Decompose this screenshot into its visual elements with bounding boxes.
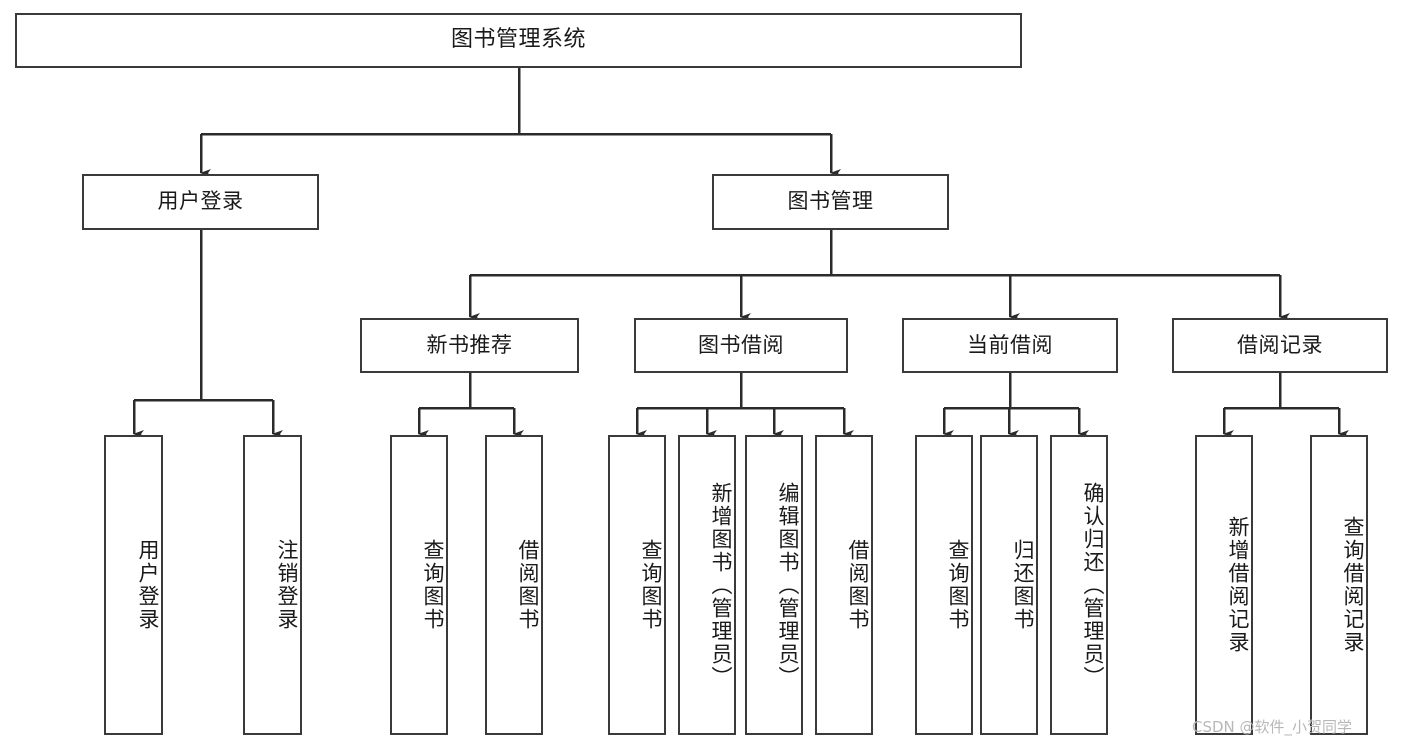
node-label: 新书推荐 <box>426 332 513 357</box>
node-leaf-cur-3[interactable]: 确认归还（管理员） <box>1050 435 1108 735</box>
node-leaf-bor-2[interactable]: 新增图书（管理员） <box>678 435 736 735</box>
node-leaf-rec-1[interactable]: 新增借阅记录 <box>1195 435 1253 735</box>
csdn-watermark: CSDN @软件_小贺同学 <box>1192 718 1353 736</box>
node-label: 查询图书 <box>639 539 663 631</box>
node-leaf-cur-1[interactable]: 查询图书 <box>915 435 973 735</box>
node-label: 查询图书 <box>946 539 970 631</box>
node-label: 注销登录 <box>275 539 299 631</box>
node-label: 用户登录 <box>157 189 244 214</box>
node-label: 确认归还（管理员） <box>1081 481 1105 689</box>
node-label: 用户登录 <box>136 539 160 631</box>
node-label: 查询借阅记录 <box>1341 516 1365 654</box>
node-label: 当前借阅 <box>967 332 1053 357</box>
node-label: 新增借阅记录 <box>1226 516 1250 654</box>
node-login[interactable]: 用户登录 <box>82 174 319 230</box>
node-label: 图书管理 <box>787 189 874 214</box>
node-label: 借阅图书 <box>846 539 870 631</box>
node-leaf-login-2[interactable]: 注销登录 <box>243 435 302 735</box>
node-label: 编辑图书（管理员） <box>776 481 800 689</box>
node-label: 借阅记录 <box>1237 332 1323 357</box>
node-records[interactable]: 借阅记录 <box>1172 318 1388 373</box>
node-label: 归还图书 <box>1011 539 1035 631</box>
node-leaf-cur-2[interactable]: 归还图书 <box>980 435 1038 735</box>
node-leaf-bor-3[interactable]: 编辑图书（管理员） <box>745 435 803 735</box>
node-label: 借阅图书 <box>516 539 540 631</box>
node-leaf-bor-1[interactable]: 查询图书 <box>608 435 666 735</box>
node-label: 查询图书 <box>421 539 445 631</box>
node-newbook[interactable]: 新书推荐 <box>360 318 579 373</box>
node-bookmgmt[interactable]: 图书管理 <box>712 174 949 230</box>
node-leaf-bor-4[interactable]: 借阅图书 <box>815 435 873 735</box>
edge-lines <box>132 68 1349 438</box>
node-root[interactable]: 图书管理系统 <box>15 13 1022 68</box>
node-current[interactable]: 当前借阅 <box>902 318 1118 373</box>
node-label: 新增图书（管理员） <box>709 481 733 689</box>
node-borrow[interactable]: 图书借阅 <box>634 318 848 373</box>
node-label: 图书管理系统 <box>450 27 586 53</box>
node-leaf-new-2[interactable]: 借阅图书 <box>485 435 543 735</box>
node-leaf-login-1[interactable]: 用户登录 <box>104 435 163 735</box>
node-leaf-rec-2[interactable]: 查询借阅记录 <box>1310 435 1368 735</box>
node-label: 图书借阅 <box>698 332 784 357</box>
node-leaf-new-1[interactable]: 查询图书 <box>390 435 448 735</box>
